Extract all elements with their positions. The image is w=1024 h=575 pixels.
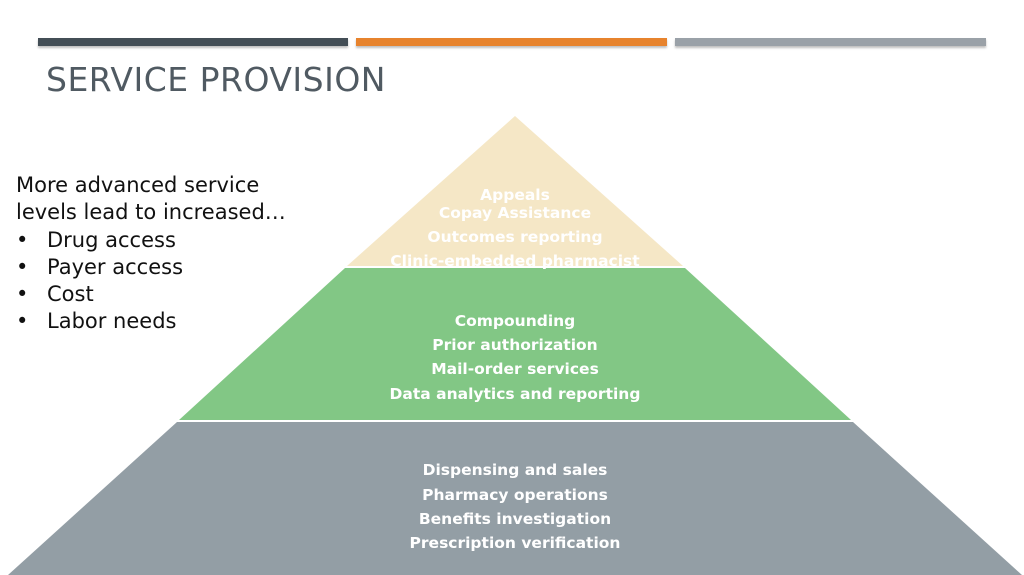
bullet-item: • Labor needs xyxy=(16,308,316,335)
tier-top-item: Copay Assistance xyxy=(439,204,591,222)
left-panel: More advanced service levels lead to inc… xyxy=(16,172,316,336)
tier-top-item: Clinic-embedded pharmacist xyxy=(390,252,640,270)
tier-bottom-item: Dispensing and sales xyxy=(423,461,608,479)
tier-middle-item: Compounding xyxy=(455,312,576,330)
bullet-label: Payer access xyxy=(47,254,184,279)
tier-middle-item: Prior authorization xyxy=(432,336,597,354)
bullet-list: • Drug access • Payer access • Cost • Labor … xyxy=(16,227,316,336)
tier-middle-item: Data analytics and reporting xyxy=(390,385,641,403)
tier-middle-item: Mail-order services xyxy=(431,360,599,378)
pyramid-tier-middle xyxy=(179,268,851,420)
bullet-item: • Cost xyxy=(16,281,316,308)
bullet-dot: • xyxy=(16,309,29,334)
accent-bar-orange xyxy=(356,38,667,46)
accent-bar-dark xyxy=(38,38,348,46)
bullet-label: Drug access xyxy=(47,227,176,252)
slide-title: SERVICE PROVISION xyxy=(46,60,386,99)
intro-text: More advanced service levels lead to inc… xyxy=(16,173,286,225)
bullet-dot: • xyxy=(16,282,29,307)
tier-top-item: Outcomes reporting xyxy=(427,228,602,246)
tier-bottom-item: Prescription verification xyxy=(410,534,621,552)
bullet-dot: • xyxy=(16,254,29,279)
bullet-label: Labor needs xyxy=(47,309,177,334)
pyramid-tier-bottom xyxy=(8,422,1022,575)
bullet-label: Cost xyxy=(47,282,94,307)
tier-bottom-item: Benefits investigation xyxy=(419,510,611,528)
tier-top-item: Appeals xyxy=(480,186,550,204)
accent-bar-gray xyxy=(675,38,986,46)
tier-bottom-item: Pharmacy operations xyxy=(422,486,608,504)
pyramid-tier-top xyxy=(347,116,683,266)
bullet-item: • Payer access xyxy=(16,254,316,281)
bullet-item: • Drug access xyxy=(16,227,316,254)
bullet-dot: • xyxy=(16,227,29,252)
